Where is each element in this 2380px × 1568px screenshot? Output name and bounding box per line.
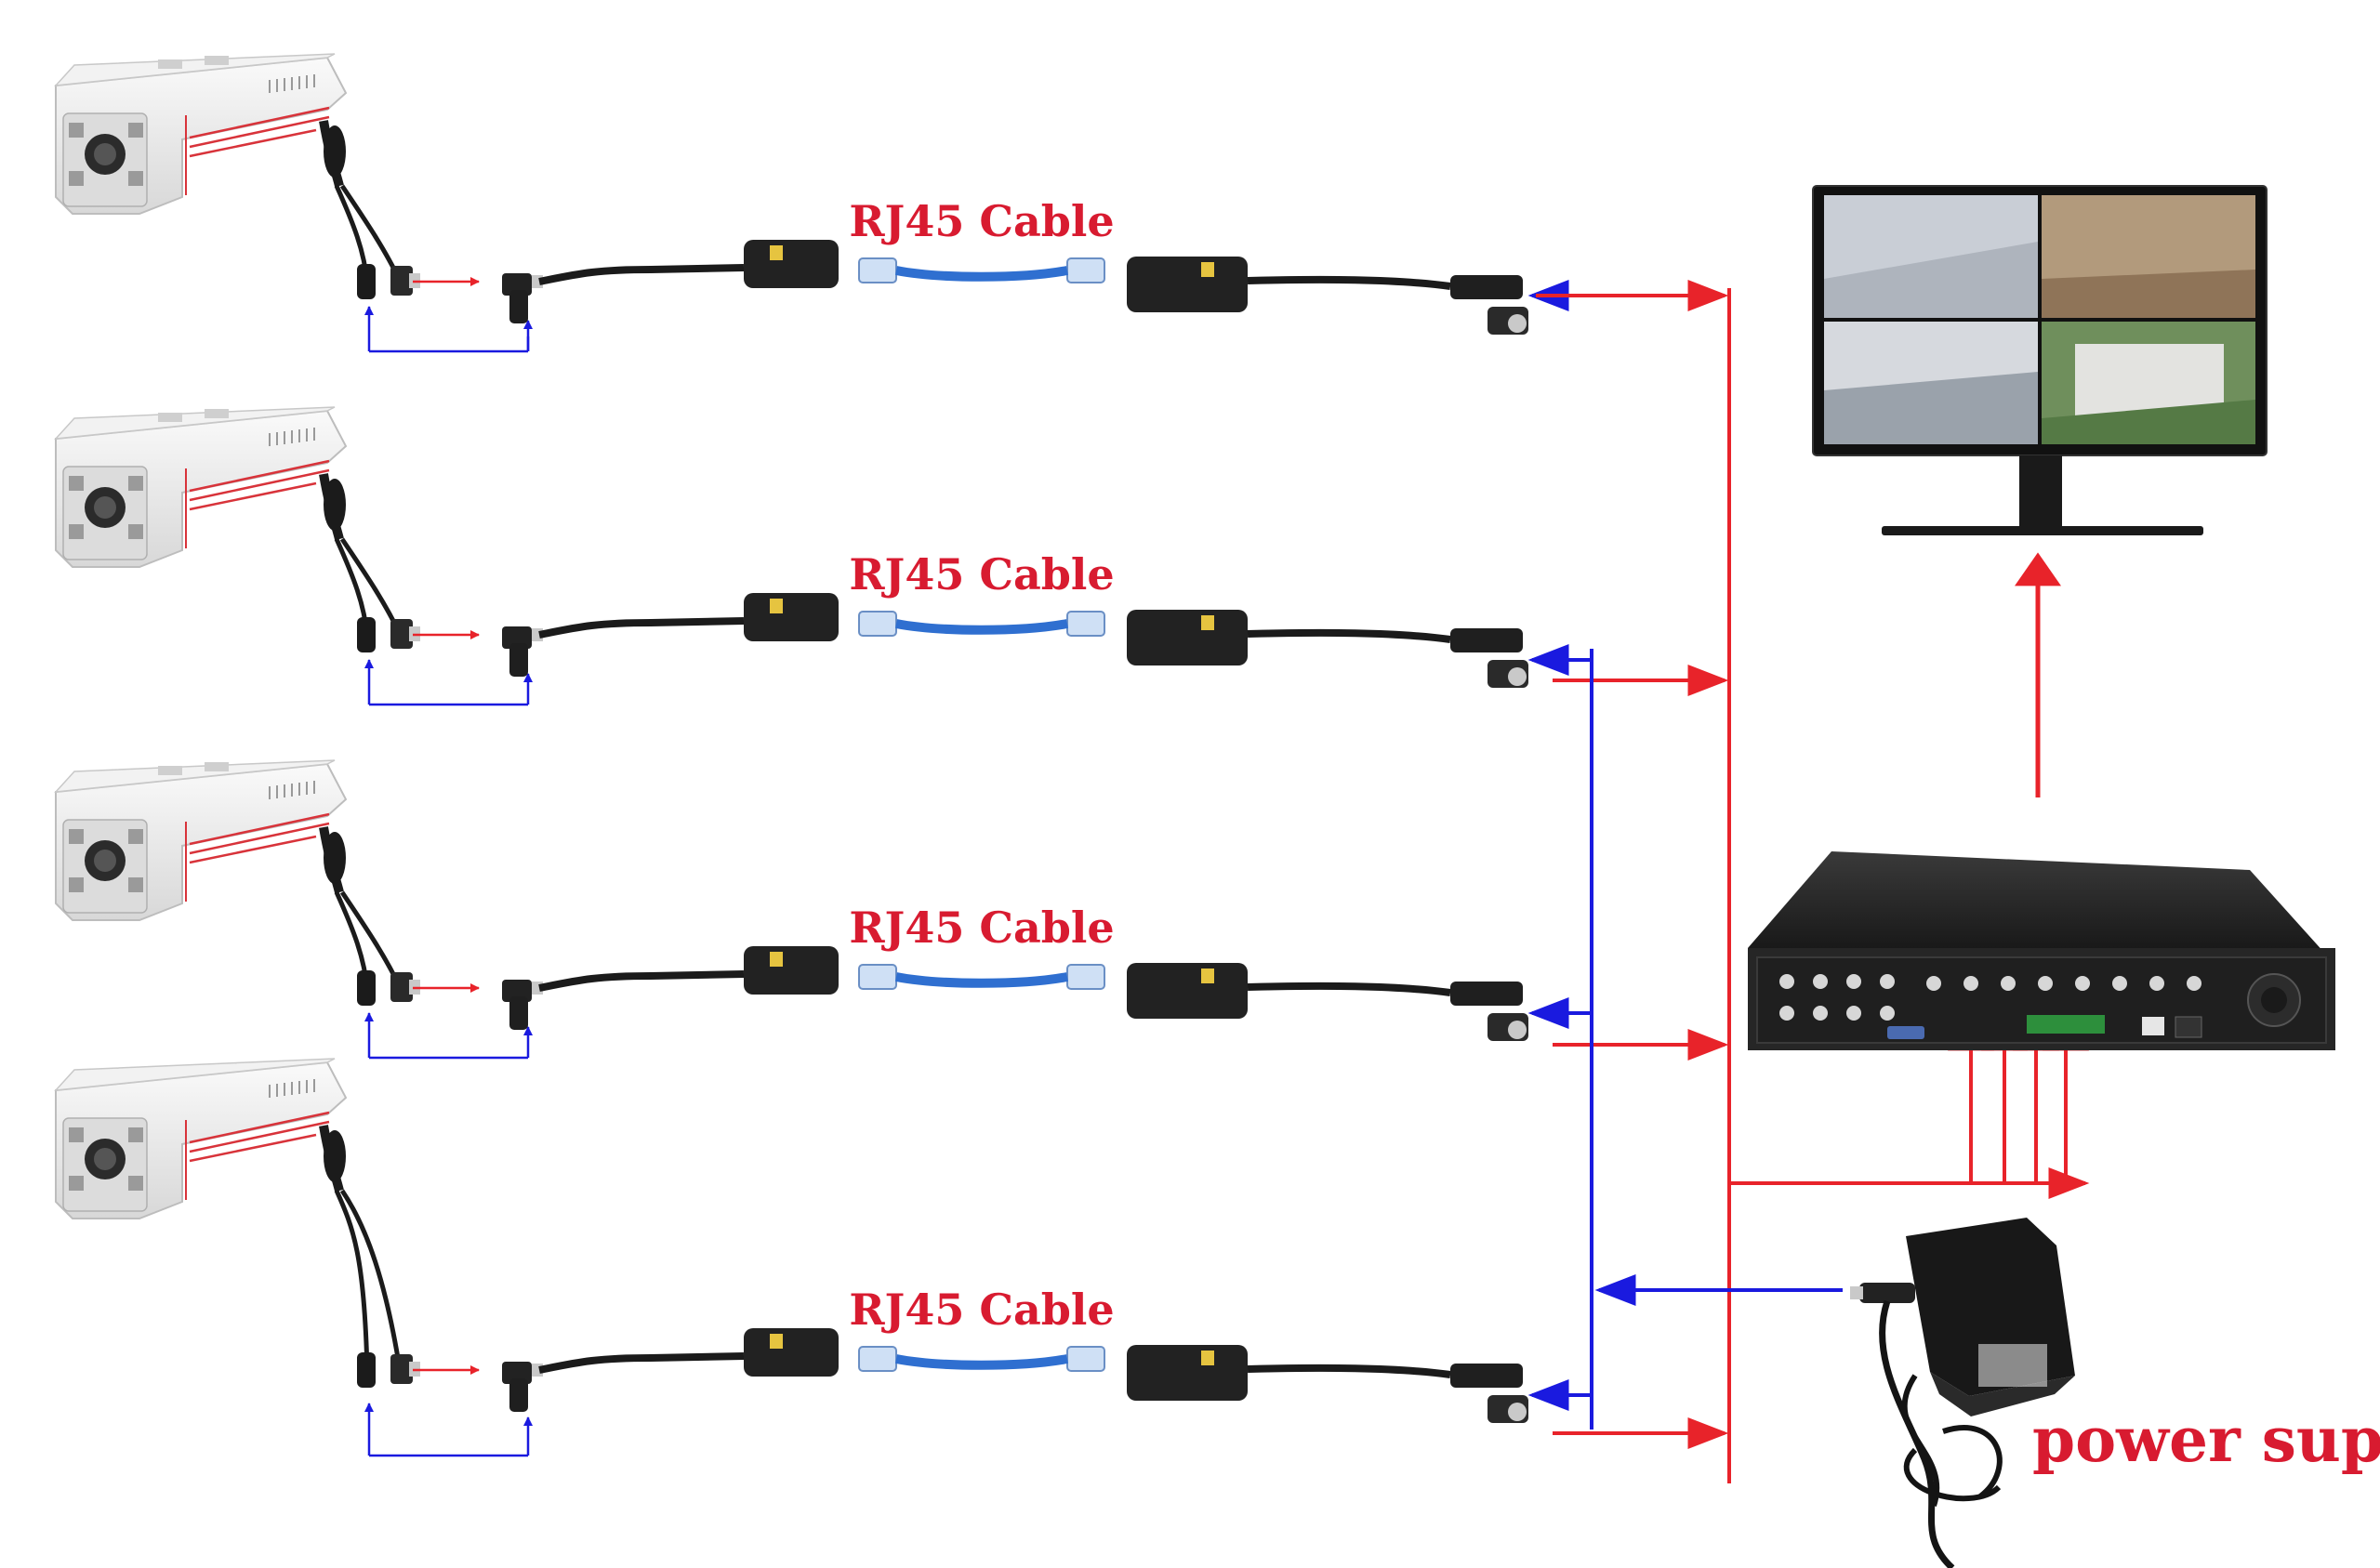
rj45-cable-label: RJ45 Cable — [849, 1285, 1114, 1335]
power-jack-icon — [357, 970, 376, 1006]
camera-row: RJ45 Cable — [54, 759, 1729, 1061]
bullet-camera-icon — [54, 1058, 348, 1219]
rj45-plug-icon — [858, 257, 1105, 283]
rj45-plug-icon — [858, 964, 1105, 990]
power-supply-label: power supply — [2032, 1403, 2380, 1476]
camera-row: RJ45 Cable — [54, 1058, 1729, 1457]
monitor-icon — [1812, 185, 2268, 535]
bullet-camera-icon — [54, 53, 348, 215]
bullet-camera-icon — [54, 759, 348, 921]
rj45-cable-label: RJ45 Cable — [849, 903, 1114, 953]
camera-row: RJ45 Cable — [54, 406, 1729, 706]
rj45-cable-icon — [895, 266, 1068, 282]
bnc-connector-icon — [502, 980, 543, 1030]
video-balun-icon — [744, 240, 839, 288]
power-jack-icon — [357, 1352, 376, 1388]
video-balun-icon — [744, 593, 839, 641]
video-balun-icon — [1127, 257, 1248, 312]
bnc-connector-icon — [502, 626, 543, 677]
bullet-camera-icon — [54, 406, 348, 568]
video-balun-icon — [1127, 610, 1248, 665]
power-adapter-icon — [1850, 1218, 2075, 1568]
bnc-connector-icon — [1450, 1364, 1528, 1423]
power-jack-icon — [357, 264, 376, 299]
bnc-connector-icon — [1450, 275, 1528, 335]
dvr-recorder-icon — [1748, 851, 2335, 1050]
power-jack-icon — [357, 617, 376, 652]
camera-row: RJ45 Cable — [54, 53, 1729, 353]
rj45-plug-icon — [858, 611, 1105, 637]
video-balun-icon — [1127, 1345, 1248, 1401]
bnc-connector-icon — [1450, 628, 1528, 688]
rj45-cable-label: RJ45 Cable — [849, 549, 1114, 600]
bnc-connector-icon — [390, 266, 420, 296]
video-balun-icon — [744, 946, 839, 995]
rj45-cable-label: RJ45 Cable — [849, 196, 1114, 246]
rj45-cable-icon — [895, 972, 1068, 988]
bnc-connector-icon — [1450, 982, 1528, 1041]
bnc-connector-icon — [502, 1362, 543, 1412]
bnc-connector-icon — [502, 273, 543, 323]
video-balun-icon — [1127, 963, 1248, 1019]
rj45-cable-icon — [895, 619, 1068, 635]
video-balun-icon — [744, 1328, 839, 1377]
rj45-cable-icon — [895, 1354, 1068, 1370]
